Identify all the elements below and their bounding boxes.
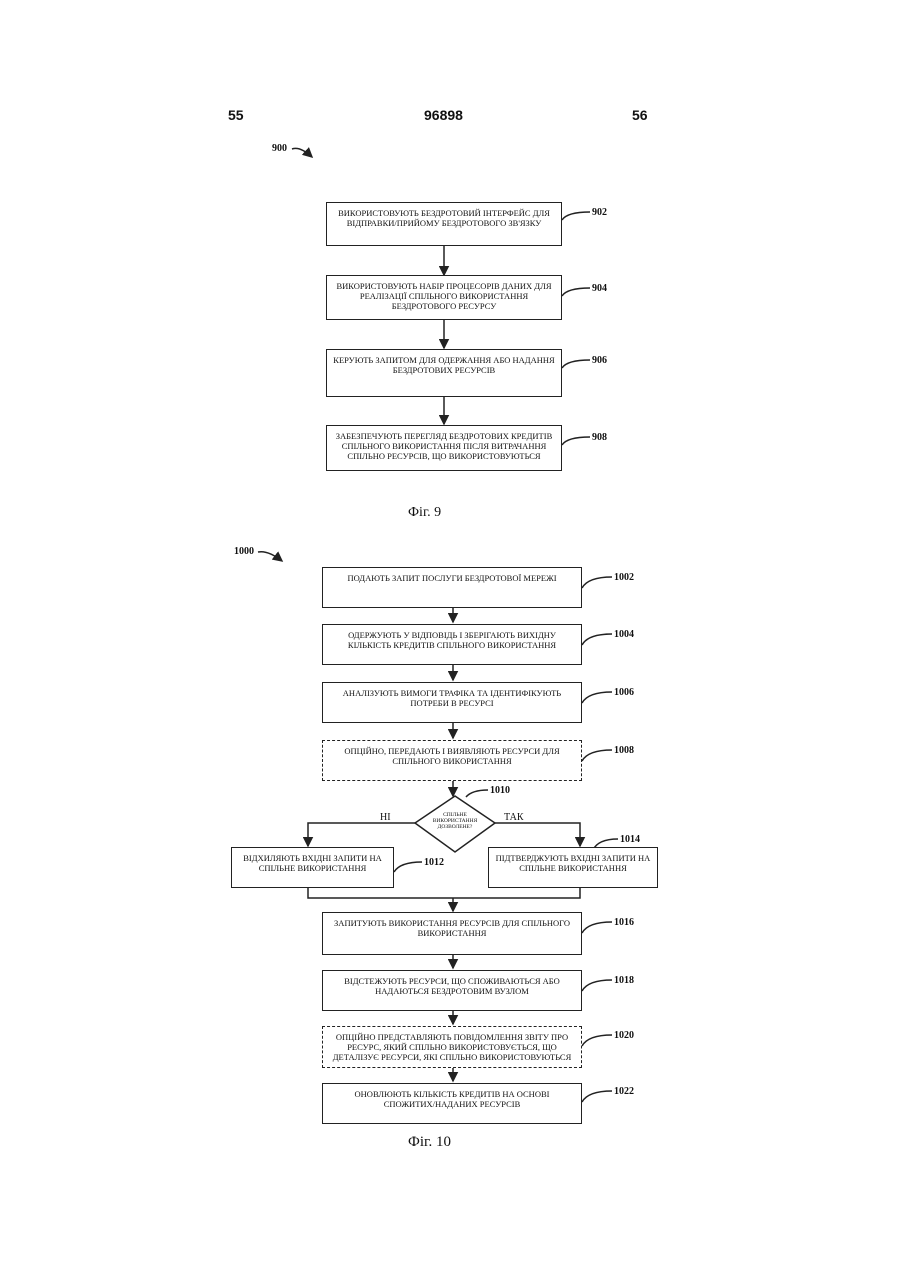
step-904-label: 904	[592, 283, 607, 294]
step-1022-label: 1022	[614, 1086, 634, 1097]
fig9-caption: Фіг. 9	[408, 505, 441, 521]
step-1002-label: 1002	[614, 572, 634, 583]
step-1020-label: 1020	[614, 1030, 634, 1041]
step-1004-box: ОДЕРЖУЮТЬ У ВІДПОВІДЬ І ЗБЕРІГАЮТЬ ВИХІД…	[322, 624, 582, 665]
decision-yes-label: ТАК	[504, 812, 524, 823]
step-1020-box: ОПЦІЙНО ПРЕДСТАВЛЯЮТЬ ПОВІДОМЛЕННЯ ЗВІТУ…	[322, 1026, 582, 1068]
step-1008-box: ОПЦІЙНО, ПЕРЕДАЮТЬ І ВИЯВЛЯЮТЬ РЕСУРСИ Д…	[322, 740, 582, 781]
step-1004-label: 1004	[614, 629, 634, 640]
step-906-box: КЕРУЮТЬ ЗАПИТОМ ДЛЯ ОДЕРЖАННЯ АБО НАДАНН…	[326, 349, 562, 397]
step-906-label: 906	[592, 355, 607, 366]
step-904-box: ВИКОРИСТОВУЮТЬ НАБІР ПРОЦЕСОРІВ ДАНИХ ДЛ…	[326, 275, 562, 320]
step-1014-box: ПІДТВЕРДЖУЮТЬ ВХІДНІ ЗАПИТИ НА СПІЛЬНЕ В…	[488, 847, 658, 888]
step-1012-label: 1012	[424, 857, 444, 868]
fig9-reference-label: 900	[272, 143, 287, 154]
step-908-box: ЗАБЕЗПЕЧУЮТЬ ПЕРЕГЛЯД БЕЗДРОТОВИХ КРЕДИТ…	[326, 425, 562, 471]
step-1006-label: 1006	[614, 687, 634, 698]
step-1016-label: 1016	[614, 917, 634, 928]
step-1016-box: ЗАПИТУЮТЬ ВИКОРИСТАННЯ РЕСУРСІВ ДЛЯ СПІЛ…	[322, 912, 582, 955]
step-902-box: ВИКОРИСТОВУЮТЬ БЕЗДРОТОВИЙ ІНТЕРФЕЙС ДЛЯ…	[326, 202, 562, 246]
step-902-label: 902	[592, 207, 607, 218]
fig10-reference-label: 1000	[234, 546, 254, 557]
decision-1010-text: СПІЛЬНЕ ВИКОРИСТАННЯ ДОЗВОЛЕНЕ?	[423, 812, 487, 830]
step-1006-box: АНАЛІЗУЮТЬ ВИМОГИ ТРАФІКА ТА ІДЕНТИФІКУЮ…	[322, 682, 582, 723]
step-1012-box: ВІДХИЛЯЮТЬ ВХІДНІ ЗАПИТИ НА СПІЛЬНЕ ВИКО…	[231, 847, 394, 888]
step-1018-label: 1018	[614, 975, 634, 986]
step-908-label: 908	[592, 432, 607, 443]
decision-no-label: НІ	[380, 812, 391, 823]
step-1002-box: ПОДАЮТЬ ЗАПИТ ПОСЛУГИ БЕЗДРОТОВОЇ МЕРЕЖІ	[322, 567, 582, 608]
step-1018-box: ВІДСТЕЖУЮТЬ РЕСУРСИ, ЩО СПОЖИВАЮТЬСЯ АБО…	[322, 970, 582, 1011]
step-1008-label: 1008	[614, 745, 634, 756]
step-1014-label: 1014	[620, 834, 640, 845]
step-1022-box: ОНОВЛЮЮТЬ КІЛЬКІСТЬ КРЕДИТІВ НА ОСНОВІ С…	[322, 1083, 582, 1124]
decision-1010-label: 1010	[490, 785, 510, 796]
fig10-caption: Фіг. 10	[408, 1134, 451, 1151]
